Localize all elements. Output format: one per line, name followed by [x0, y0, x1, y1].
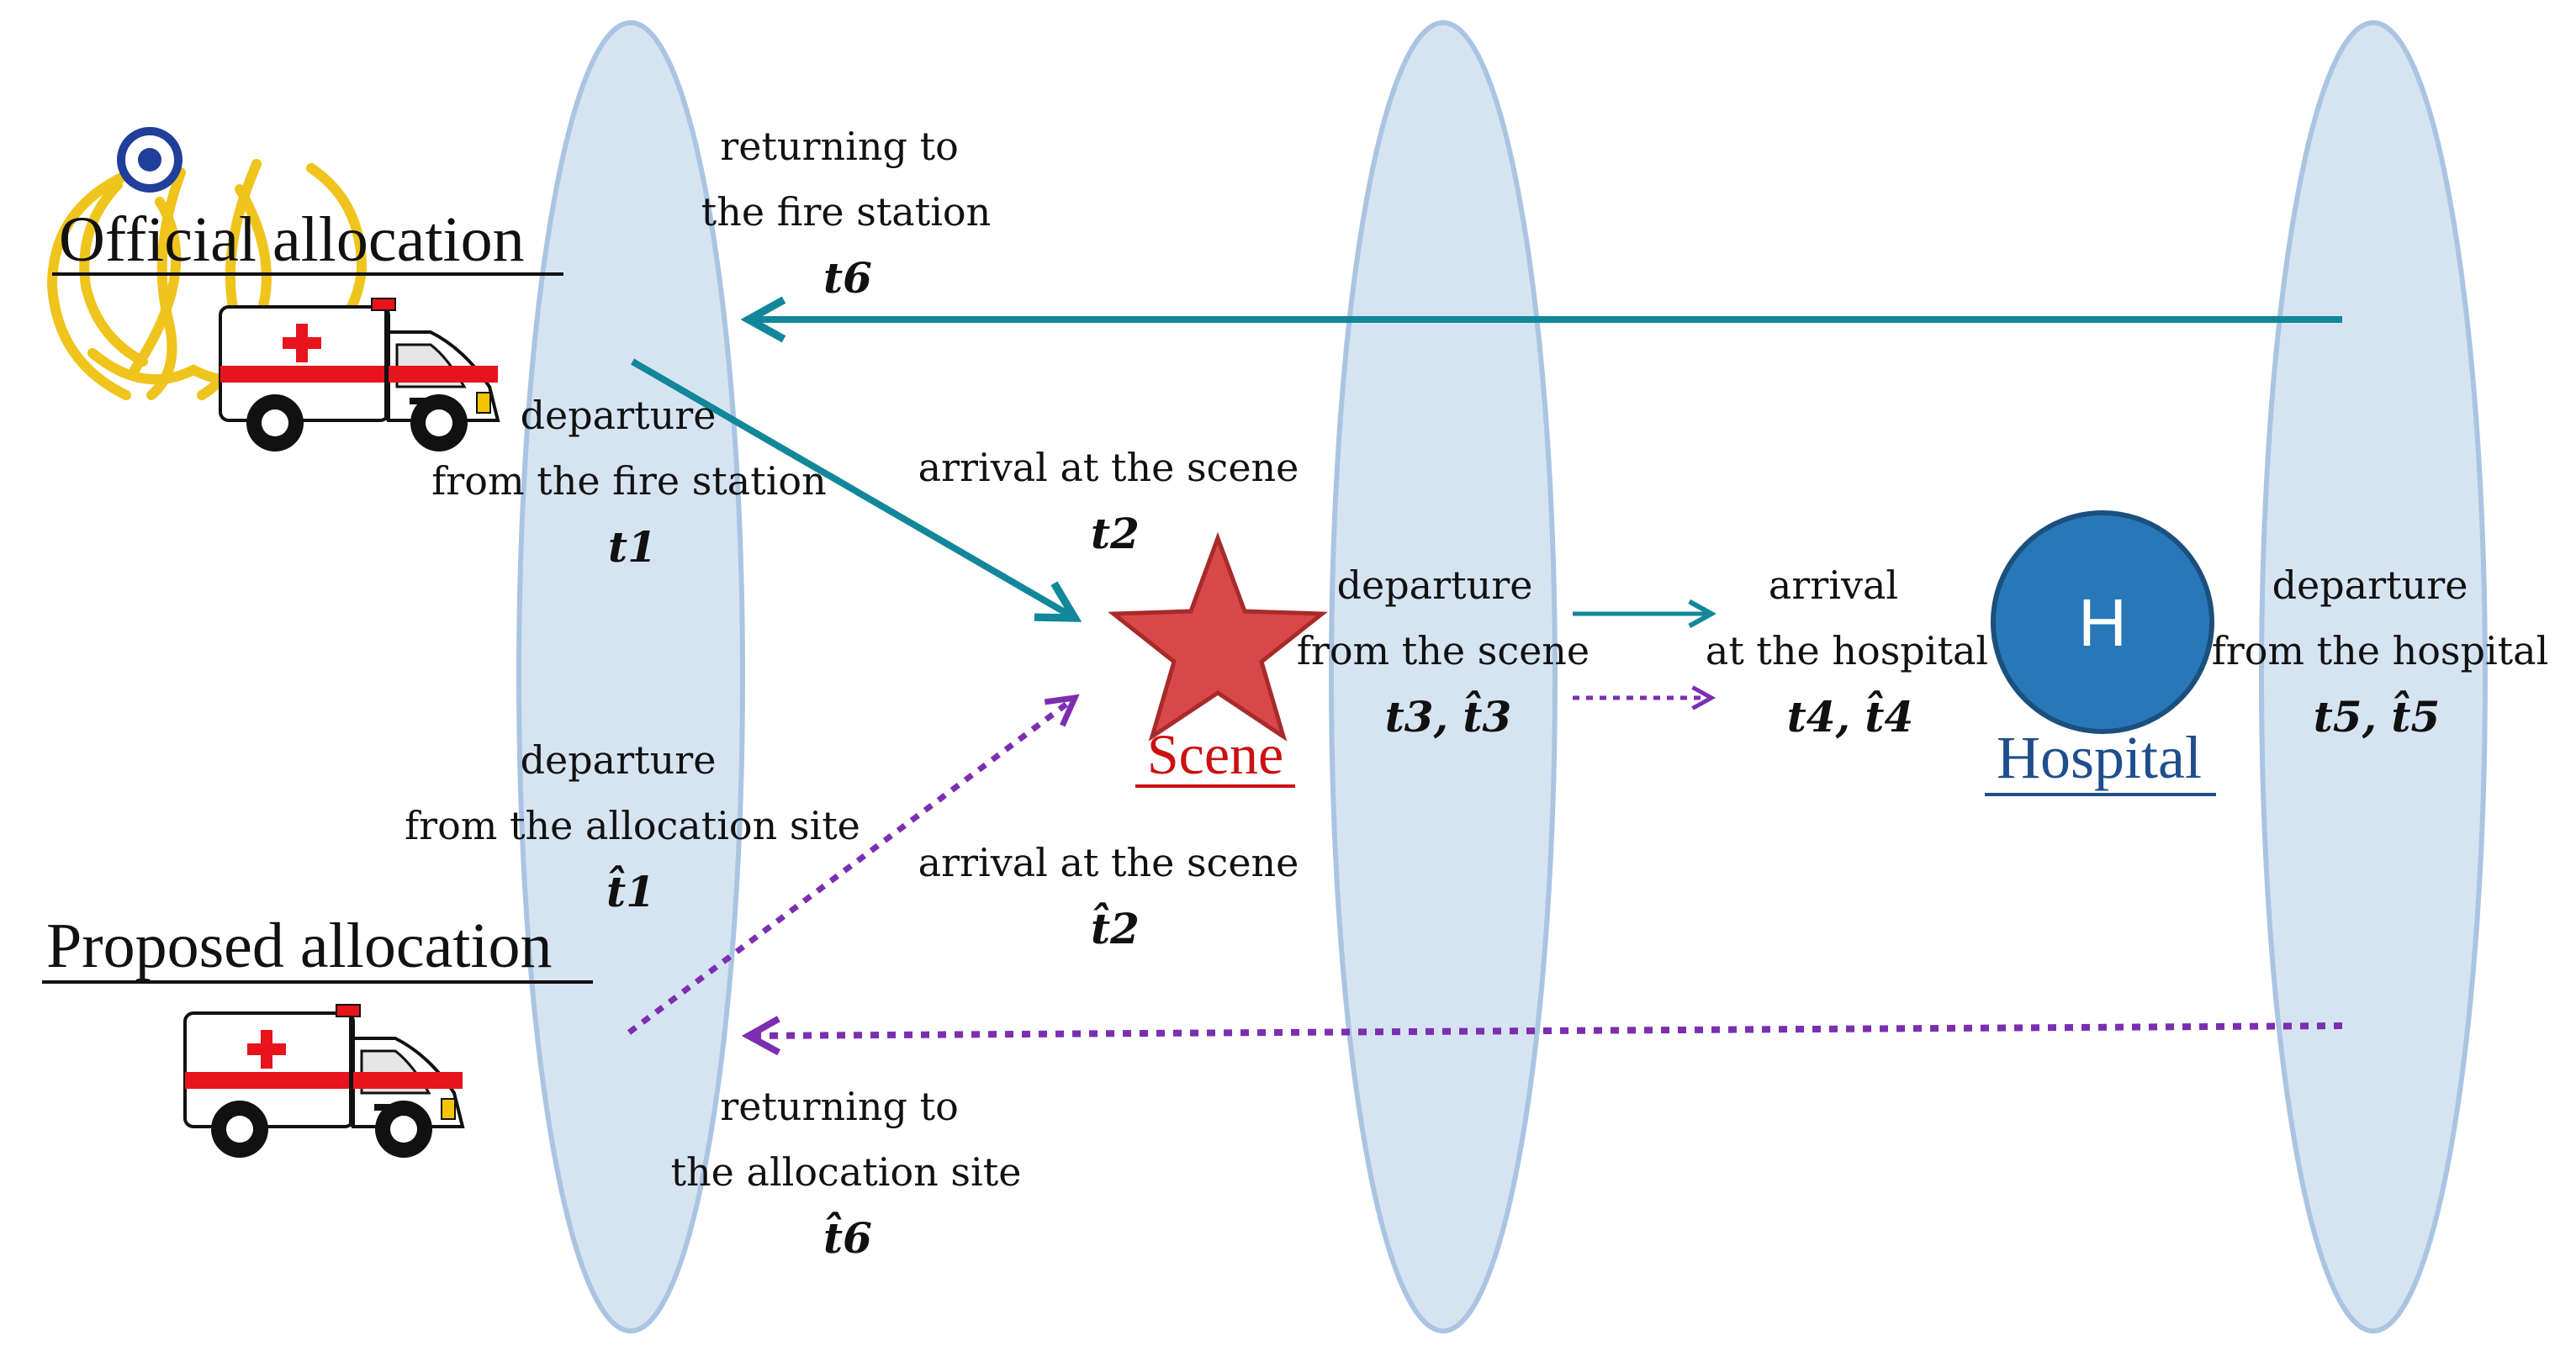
- svg-text:t̂2: t̂2: [1091, 901, 1140, 953]
- svg-text:from the scene: from the scene: [1297, 628, 1590, 673]
- proposed-allocation-title: Proposed allocation: [46, 911, 553, 981]
- stage-ellipse-scene: [1329, 20, 1558, 1333]
- svg-text:arrival at the scene: arrival at the scene: [918, 445, 1299, 490]
- svg-text:t3, t̂3: t3, t̂3: [1385, 689, 1512, 742]
- label-departure-allocation-site: departure from the allocation site t̂1: [405, 737, 860, 916]
- hospital-letter: H: [2078, 585, 2127, 660]
- svg-text:from the fire station: from the fire station: [431, 458, 826, 504]
- label-arrival-hospital: arrival at the hospital t4, t̂4: [1706, 562, 1988, 742]
- label-arrival-scene-top: arrival at the scene t2: [918, 445, 1299, 558]
- hospital-label: Hospital: [1997, 724, 2202, 791]
- red-cross-icon: [247, 1030, 286, 1069]
- svg-text:t6: t6: [823, 253, 872, 303]
- svg-text:t2: t2: [1091, 509, 1140, 558]
- svg-text:departure: departure: [2272, 562, 2468, 608]
- stage-ellipse-fire-station: [516, 20, 745, 1333]
- label-departure-scene: departure from the scene t3, t̂3: [1297, 562, 1590, 742]
- svg-text:the allocation site: the allocation site: [671, 1149, 1022, 1195]
- svg-text:t1: t1: [608, 522, 657, 572]
- label-returning-allocation-site: returning to the allocation site t̂6: [671, 1084, 1022, 1263]
- red-cross-icon: [283, 324, 321, 362]
- arrow-fire-station-to-scene: [630, 358, 1075, 618]
- svg-text:returning to: returning to: [720, 1084, 959, 1129]
- hospital-circle-icon: [1991, 510, 2214, 734]
- label-departure-hospital: departure from the hospital t5, t̂5: [2212, 562, 2549, 742]
- official-allocation-title: Official allocation: [59, 204, 525, 275]
- star-icon: [1108, 531, 1328, 742]
- label-returning-fire-station: returning to the fire station t6: [701, 124, 992, 303]
- svg-text:the fire station: the fire station: [701, 189, 992, 235]
- svg-text:departure: departure: [521, 393, 717, 438]
- ambulance-icon: [183, 1003, 464, 1159]
- svg-text:departure: departure: [521, 737, 717, 783]
- svg-text:arrival: arrival: [1769, 562, 1898, 608]
- svg-text:t5, t̂5: t5, t̂5: [2314, 689, 2441, 742]
- label-arrival-scene-bottom: arrival at the scene t̂2: [918, 840, 1299, 953]
- svg-text:at the hospital: at the hospital: [1706, 628, 1988, 673]
- svg-text:t̂1: t̂1: [606, 864, 655, 916]
- svg-text:t̂6: t̂6: [823, 1211, 872, 1263]
- stage-ellipse-hospital: [2259, 20, 2488, 1333]
- arrow-return-allocation-site: [748, 1026, 2343, 1036]
- svg-text:t4, t̂4: t4, t̂4: [1787, 689, 1914, 742]
- ambulance-icon: [219, 297, 500, 453]
- svg-text:from the allocation site: from the allocation site: [405, 803, 860, 848]
- svg-text:returning to: returning to: [720, 124, 959, 169]
- svg-text:arrival at the scene: arrival at the scene: [918, 840, 1299, 885]
- svg-text:from the hospital: from the hospital: [2212, 628, 2549, 673]
- label-departure-fire-station: departure from the fire station t1: [431, 393, 826, 572]
- scene-label: Scene: [1147, 722, 1283, 786]
- svg-text:departure: departure: [1337, 562, 1533, 608]
